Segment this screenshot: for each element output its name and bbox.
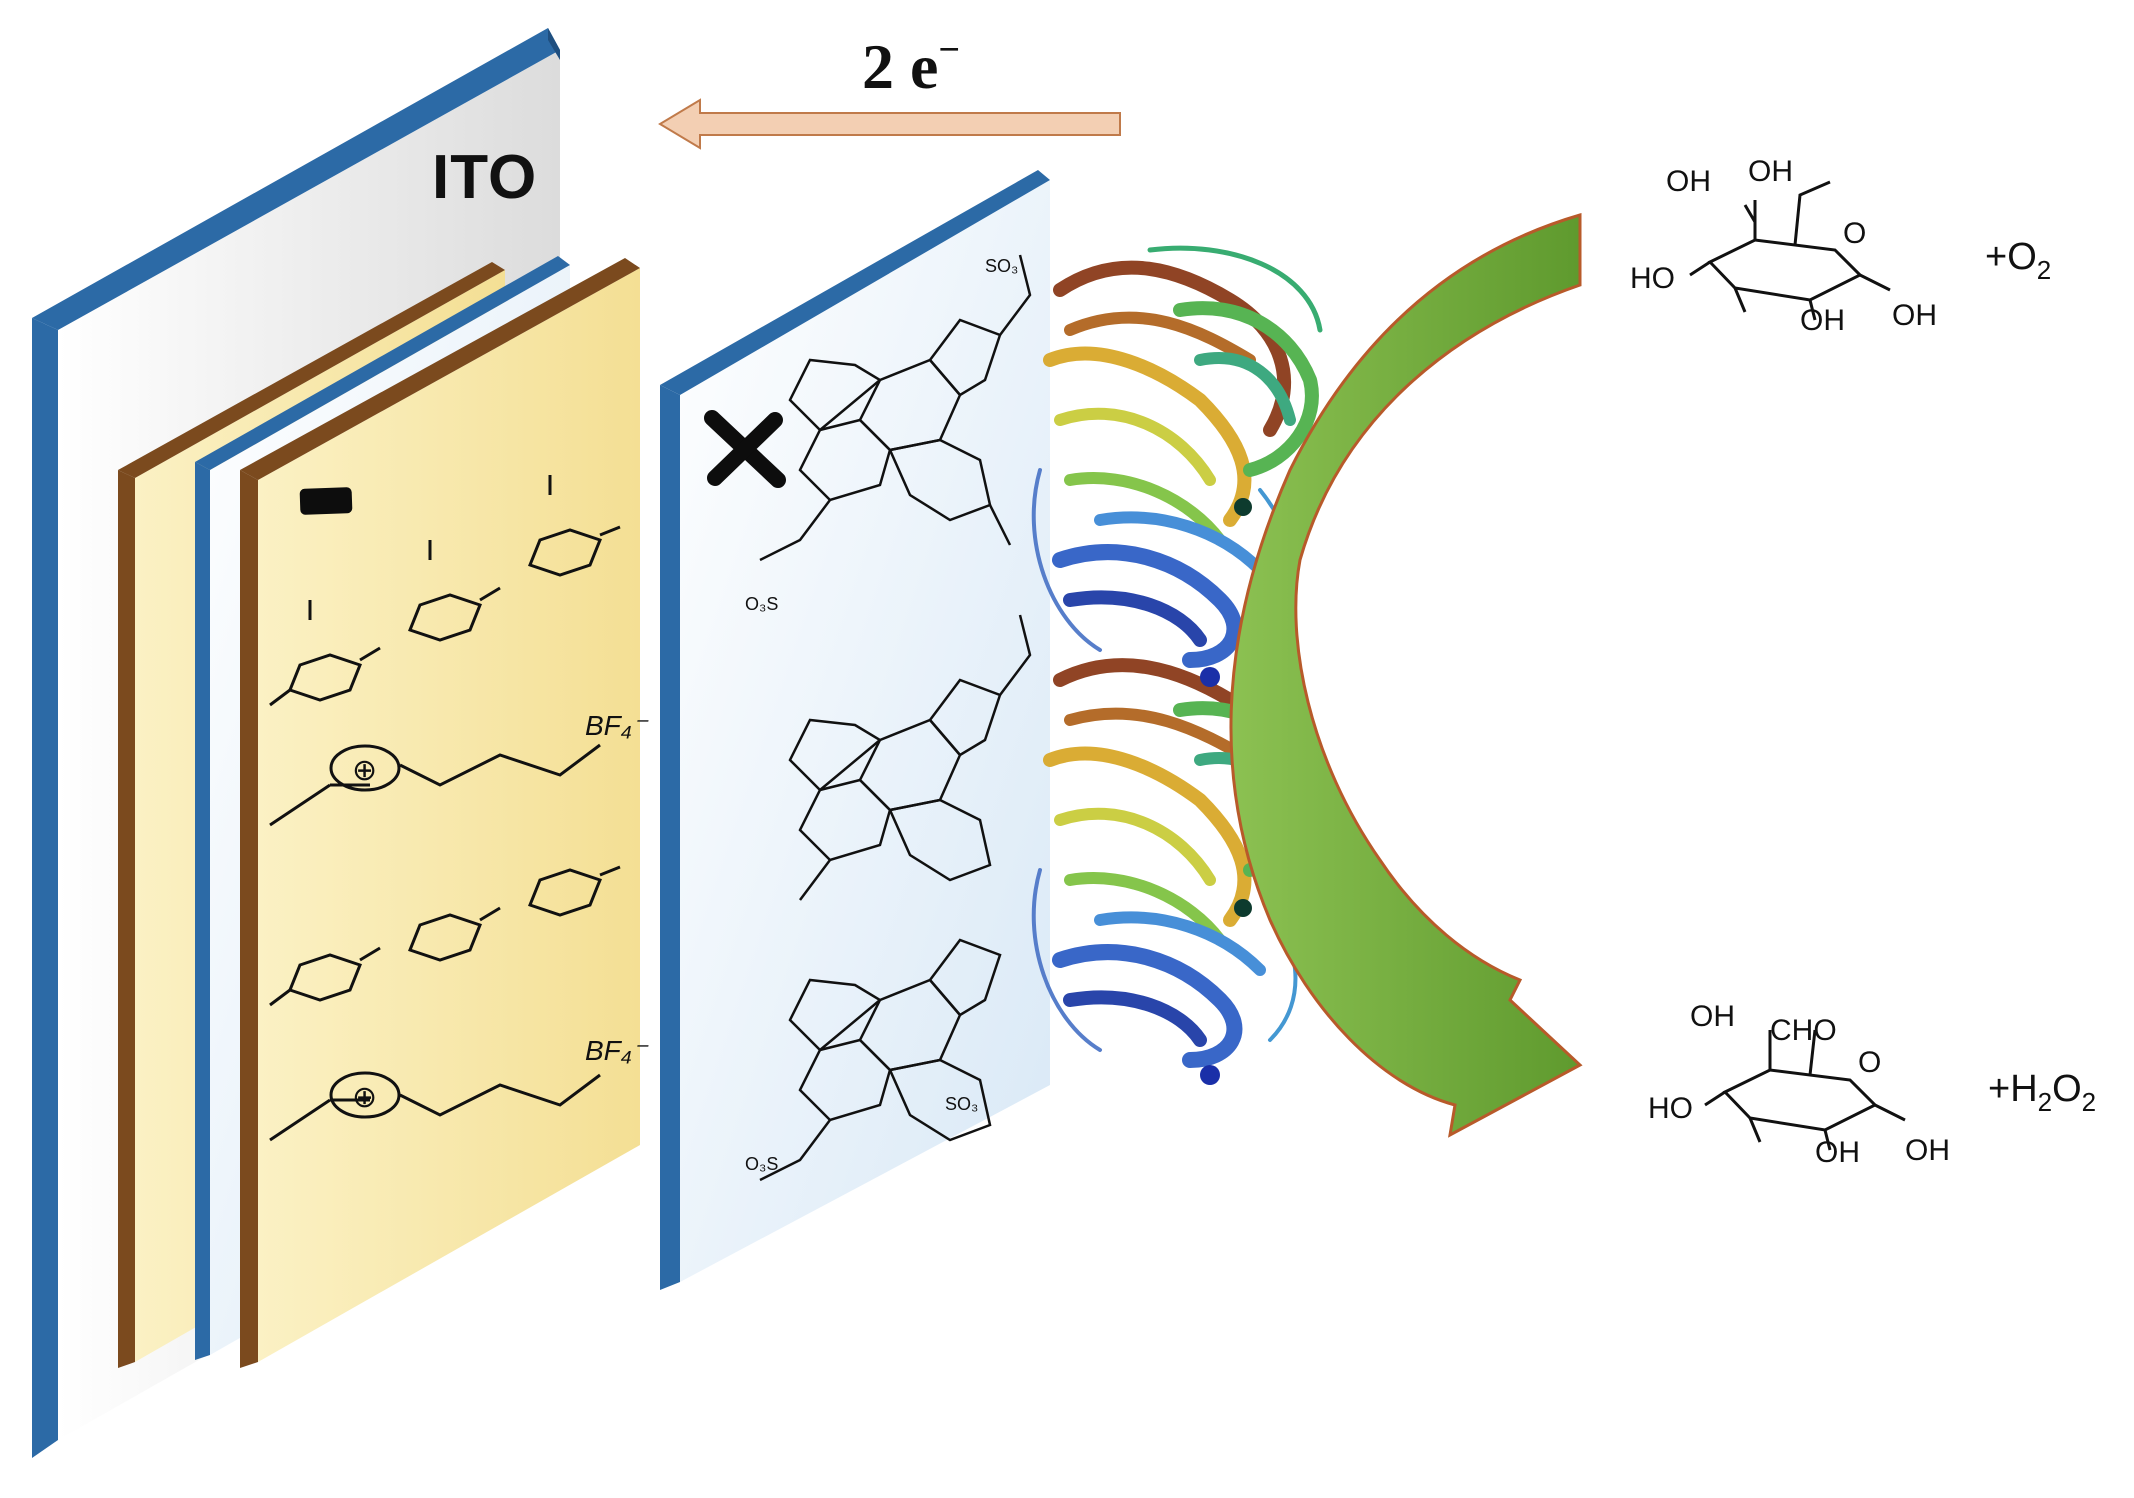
peroxide-text-a: +H [1988, 1068, 2038, 1110]
electron-count: 2 e [862, 31, 939, 102]
electron-label: 2 e− [862, 28, 960, 104]
ito-label: ITO [432, 143, 538, 212]
so3-label-bottom: SO₃ [945, 1094, 978, 1114]
galactose-ring-o: O [1843, 217, 1866, 250]
product-cho: CHO [1770, 1014, 1837, 1047]
bf4-label-top: BF₄⁻ [585, 710, 649, 741]
phthalocyanine-top [759, 254, 1032, 562]
peroxide-label: +H2O2 [1988, 1068, 2096, 1117]
product-oh-bottom: OH [1815, 1136, 1860, 1169]
product-ring-o: O [1858, 1046, 1881, 1079]
galactose-oh-top-right: OH [1748, 155, 1793, 188]
galactose-oh-right: OH [1892, 299, 1937, 332]
galactose-oh-bottom: OH [1800, 304, 1845, 337]
product-structure [1704, 1029, 1906, 1151]
imidazolium-charge-top: ⊕ [352, 754, 377, 787]
product-oh-top: OH [1690, 1000, 1735, 1033]
oxygen-text: +O [1985, 236, 2037, 278]
imidazolium-chain-bottom: ⊕ BF₄⁻ [269, 1035, 649, 1142]
galactose-oh-top-left: OH [1666, 165, 1711, 198]
minus-sign [299, 487, 353, 515]
copper-site-top [1234, 498, 1252, 516]
oxygen-label: +O2 [1985, 236, 2051, 285]
negative-layer-front [240, 258, 640, 1368]
product-oh-right: OH [1905, 1134, 1950, 1167]
plus-sign [704, 410, 786, 488]
product-ho-left: HO [1648, 1092, 1693, 1125]
bf4-label-bottom: BF₄⁻ [585, 1035, 649, 1066]
galactose-structure [1689, 180, 1891, 321]
imidazolium-charge-bottom: ⊕ [352, 1081, 377, 1114]
peroxide-subscript-2: 2 [2081, 1087, 2097, 1117]
electron-charge: − [938, 29, 961, 71]
o3s-label-left: O₃S [745, 594, 778, 614]
electron-arrow [658, 98, 1121, 150]
chitosan-chain-bottom [269, 865, 621, 1007]
positive-layer [660, 170, 1050, 1290]
phthalocyanine-bottom [759, 938, 1002, 1182]
imidazolium-chain-top: ⊕ BF₄⁻ [269, 710, 649, 827]
peroxide-text-b: O [2052, 1068, 2082, 1110]
reaction-arrow [1229, 212, 1583, 1138]
so3-label-top: SO₃ [985, 256, 1018, 276]
peroxide-subscript-1: 2 [2037, 1087, 2053, 1117]
galactose-ho-left: HO [1630, 262, 1675, 295]
copper-site-bottom [1234, 899, 1252, 917]
phthalocyanine-middle [788, 614, 1032, 901]
o3s-label-bottom: O₃S [745, 1154, 778, 1174]
chitosan-chain-top [269, 475, 621, 707]
oxygen-subscript: 2 [2036, 255, 2052, 285]
